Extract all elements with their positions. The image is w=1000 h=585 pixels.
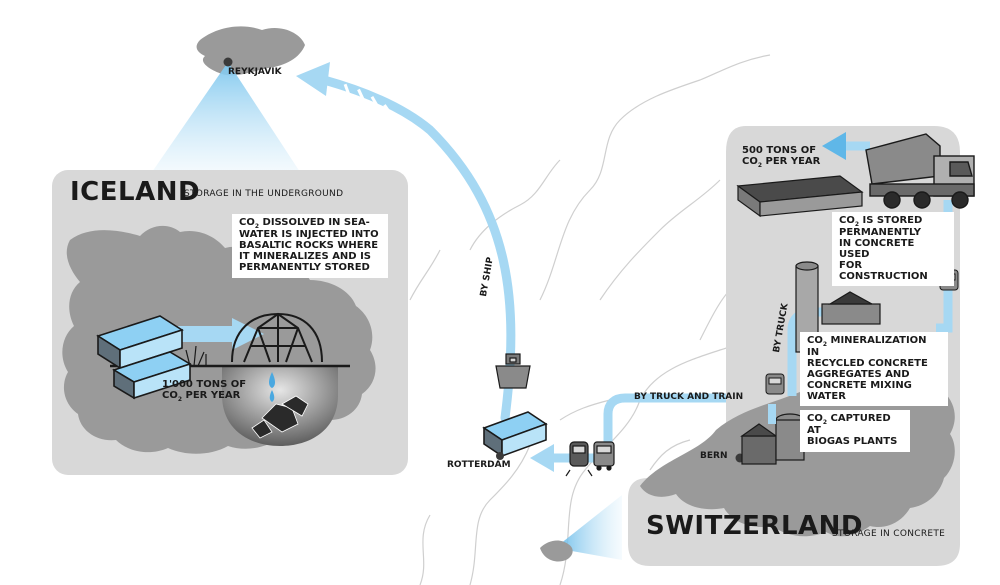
note-line-5: PERMANENTLY STORED: [239, 261, 370, 273]
note-co2: CO: [239, 217, 255, 228]
injection-drops: [269, 372, 275, 402]
stored-line1-rest: IS STORED: [859, 215, 923, 226]
basalt-rocks-icon: [251, 395, 309, 439]
iceland-spotlight-beam: [152, 62, 300, 172]
iceland-tons-sub: 2: [177, 395, 183, 403]
rotterdam-container-icon: [482, 411, 548, 458]
ship-route-arrowhead: [296, 62, 330, 96]
bern-label: BERN: [700, 451, 728, 461]
iceland-tons-rest: PER YEAR: [182, 389, 241, 401]
iceland-tons-co2: CO: [162, 389, 178, 401]
switzerland-subtitle: STORAGE IN CONCRETE: [832, 529, 946, 539]
stored-sub: 2: [854, 221, 860, 228]
captured-co2: CO: [807, 413, 823, 424]
note-line-3: BASALTIC ROCKS WHERE: [239, 240, 379, 252]
mineral-line-3: AGGREGATES AND: [807, 369, 910, 381]
swiss-tons-co2: CO: [742, 155, 758, 167]
stored-co2: CO: [839, 215, 855, 226]
stored-line-3: IN CONCRETE USED: [839, 238, 915, 261]
captured-line1-rest: CAPTURED AT: [807, 413, 891, 437]
reykjavik-label: REYKJAVIK: [228, 67, 282, 77]
bus-icon: [593, 441, 615, 471]
iceland-process-note: CO2 DISSOLVED IN SEA- WATER IS INJECTED …: [232, 214, 388, 278]
note-line-2: WATER IS INJECTED INTO: [239, 229, 379, 241]
captured-line-2: BIOGAS PLANTS: [807, 436, 898, 448]
stored-note: CO2 IS STORED PERMANENTLY IN CONCRETE US…: [832, 212, 954, 287]
swiss-tons-rest: PER YEAR: [762, 155, 821, 167]
ship-route: [319, 75, 516, 423]
iceland-subtitle: STORAGE IN THE UNDERGROUND: [184, 189, 344, 199]
mineral-sub: 2: [822, 341, 828, 348]
mineral-line1-rest: MINERALIZATION IN: [807, 335, 927, 359]
switzerland-title: SWITZERLAND: [646, 511, 863, 541]
iceland-tons-label: 1'000 TONS OF CO2 PER YEAR: [162, 379, 247, 403]
geodesic-dome-icon: [231, 312, 323, 363]
mixing-plant-icon: [795, 261, 881, 353]
iceland-title: ICELAND: [70, 177, 201, 207]
mineral-co2: CO: [807, 335, 823, 346]
iceland-tons-line1: 1'000 TONS OF: [162, 379, 247, 390]
mineralization-note: CO2 MINERALIZATION IN RECYCLED CONCRETE …: [800, 332, 948, 407]
concrete-slab-icon: [736, 175, 864, 218]
ship-route-dashes: [343, 83, 394, 118]
injection-arrow: [178, 318, 264, 350]
stored-line-2: PERMANENTLY: [839, 227, 921, 239]
grass-icon: [185, 345, 207, 367]
train-icon: [565, 441, 593, 477]
switzerland-mini-landmass: [540, 540, 573, 562]
concrete-mixer-truck-icon: [865, 133, 975, 209]
stored-line-4: FOR CONSTRUCTION: [839, 259, 928, 282]
truck-train-label: BY TRUCK AND TRAIN: [634, 392, 744, 402]
mineral-line-2: RECYCLED CONCRETE: [807, 358, 928, 370]
truck-train-arrowhead: [530, 444, 554, 472]
swiss-tons-sub: 2: [757, 161, 763, 169]
ship-icon: [495, 353, 531, 389]
swiss-tons-line1: 500 TONS OF: [742, 145, 817, 156]
note-line1-rest: DISSOLVED IN SEA-: [259, 217, 370, 228]
truck-small-icon: [765, 373, 785, 395]
switzerland-tons-label: 500 TONS OF CO2 PER YEAR: [742, 145, 821, 169]
concrete-arrowhead: [822, 132, 846, 160]
reykjavik-dot: [223, 57, 233, 67]
switzerland-spotlight-beam: [555, 495, 622, 560]
co2-containers-iceland-icon: [96, 315, 192, 400]
biogas-plant-icon: [740, 413, 805, 465]
rotterdam-dot: [496, 452, 504, 460]
captured-sub: 2: [822, 419, 828, 426]
mineral-line-4: CONCRETE MIXING WATER: [807, 379, 912, 402]
biogas-note: CO2 CAPTURED AT BIOGAS PLANTS: [800, 410, 910, 453]
note-line-4: IT MINERALIZES AND IS: [239, 251, 372, 263]
note-co2-sub: 2: [254, 223, 260, 230]
rotterdam-label: ROTTERDAM: [447, 460, 511, 470]
